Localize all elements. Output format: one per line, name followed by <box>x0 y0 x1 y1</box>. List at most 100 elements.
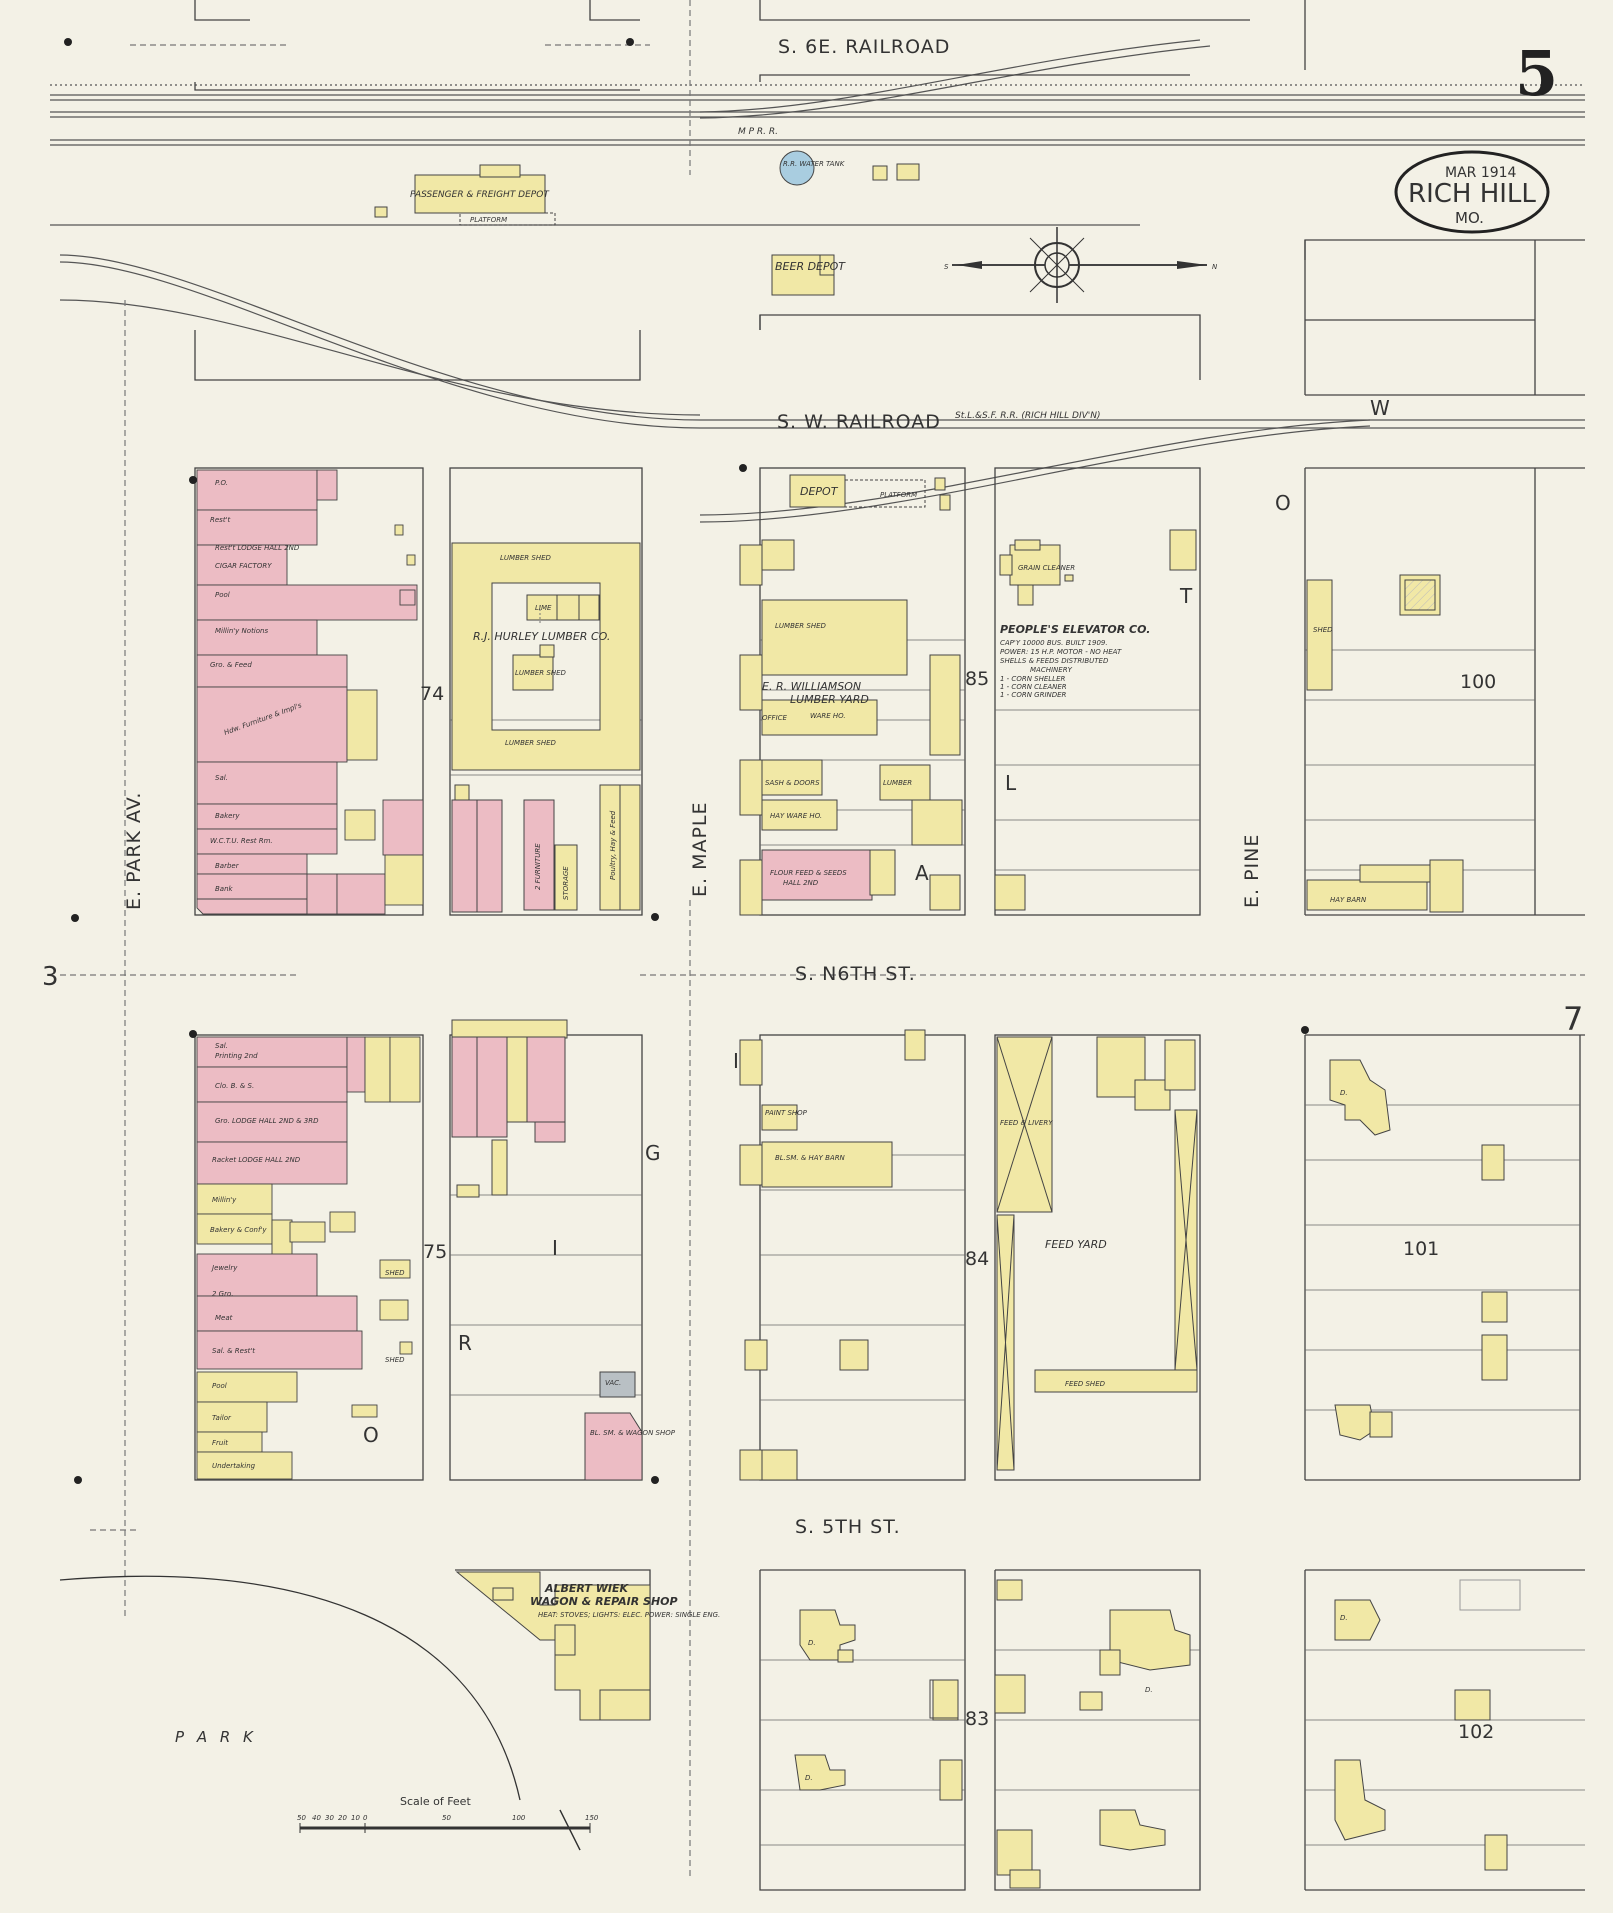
label-depot: DEPOT <box>800 485 839 498</box>
letter: L <box>1005 771 1017 795</box>
water-tank <box>779 150 815 186</box>
park-av-stores-south <box>196 1036 421 1480</box>
store-name: Racket LODGE HALL 2ND <box>212 1156 301 1164</box>
park-label: P A R K <box>175 1728 257 1746</box>
water-pipes <box>60 0 1585 1880</box>
label-depot-platform: PLATFORM <box>880 491 917 499</box>
store-name: Rest't <box>210 516 230 524</box>
letter: I <box>733 1049 739 1073</box>
label-hall-2nd: HALL 2ND <box>783 879 819 887</box>
store-name: Jewelry <box>210 1264 238 1272</box>
label-dwelling: D. <box>1340 1614 1348 1622</box>
scale-tick: 150 <box>585 1814 599 1822</box>
block-number: 102 <box>1458 1721 1494 1743</box>
hydrants <box>64 38 1309 1484</box>
letter: R <box>458 1331 472 1355</box>
adjacent-sheet-east: 7 <box>1563 1000 1583 1038</box>
label-elevator-note: MACHINERY <box>1030 666 1073 674</box>
block-number: 84 <box>965 1248 989 1270</box>
store-name: Undertaking <box>212 1462 256 1470</box>
block-number: 85 <box>965 668 989 690</box>
label-dwelling: D. <box>805 1774 813 1782</box>
label-hay-ware: HAY WARE HO. <box>770 812 822 820</box>
letter: T <box>1179 584 1193 608</box>
label-wagon-note: HEAT: STOVES; LIGHTS: ELEC. POWER: SINGL… <box>538 1611 720 1619</box>
label-dwelling: D. <box>808 1639 816 1647</box>
label-shed-2: SHED <box>385 1356 405 1364</box>
store-name: Tailor <box>212 1414 232 1422</box>
store-name: P.O. <box>215 479 228 487</box>
label-lumber-shed-3: LUMBER SHED <box>775 622 827 630</box>
compass-n-label: N <box>1212 263 1218 271</box>
letter: A <box>915 861 929 885</box>
label-feed-yard: FEED YARD <box>1045 1238 1107 1251</box>
street-pine: E. PINE <box>1241 834 1263 908</box>
letter: W <box>1370 396 1390 420</box>
label-beer-depot: BEER DEPOT <box>775 260 846 273</box>
block-84-buildings <box>739 1029 926 1481</box>
label-lime: LIME <box>535 604 552 612</box>
label-williamson-2: LUMBER YARD <box>790 693 869 706</box>
letter: I <box>552 1236 558 1260</box>
block-number: 101 <box>1403 1238 1439 1260</box>
scale-bar: Scale of Feet 50 40 30 20 10 0 50 100 15… <box>297 1795 599 1833</box>
label-elevator-note: 1 - CORN GRINDER <box>1000 691 1067 699</box>
store-name: Gro. & Feed <box>210 661 252 669</box>
store-name: Sal. <box>215 1042 228 1050</box>
label-ware-ho: WARE HO. <box>810 712 846 720</box>
block-101-buildings <box>1329 1059 1508 1441</box>
store-name: Fruit <box>212 1439 228 1447</box>
label-bl-sm-hay: BL.SM. & HAY BARN <box>775 1154 846 1162</box>
title-stamp: MAR 1914 RICH HILL MO. <box>1394 150 1550 234</box>
store-name: CIGAR FACTORY <box>215 562 272 570</box>
street-railroad-sw-note: St.L.&S.F. R.R. (RICH HILL DIV'N) <box>955 411 1101 421</box>
street-railroad-sw: S. W. RAILROAD <box>777 411 941 433</box>
scale-tick: 100 <box>512 1814 526 1822</box>
label-storage: STORAGE <box>562 866 570 900</box>
stamp-date: MAR 1914 <box>1445 165 1517 181</box>
label-lumber: LUMBER <box>883 779 912 787</box>
scale-tick: 50 <box>442 1814 451 1822</box>
block-83-buildings <box>794 1579 1191 1889</box>
scale-label: Scale of Feet <box>400 1795 471 1808</box>
vertical-letters: W O T L A I G I R O <box>363 396 1390 1447</box>
label-elevator: PEOPLE'S ELEVATOR CO. <box>1000 623 1150 636</box>
peoples-elevator <box>994 529 1197 911</box>
label-shed-3: SHED <box>385 1269 405 1277</box>
block-number: 83 <box>965 1708 989 1730</box>
block-100-buildings <box>1306 574 1464 913</box>
street-maple: E. MAPLE <box>689 801 711 897</box>
park-av-store-names-south: Sal. Printing 2nd Clo. B. & S. Gro. LODG… <box>210 1042 319 1470</box>
compass-s-label: S <box>944 263 949 271</box>
label-furniture: 2 FURNITURE <box>534 843 542 890</box>
label-lumber-shed-4: LUMBER SHED <box>515 669 567 677</box>
label-wagon-repair: WAGON & REPAIR SHOP <box>530 1595 678 1608</box>
hurley-lumber <box>451 542 641 913</box>
store-name: Pool <box>212 1382 227 1390</box>
label-elevator-note: 1 - CORN CLEANER <box>1000 683 1067 691</box>
store-name: Millin'y Notions <box>215 627 268 635</box>
store-name: Bakery & Conf'y <box>210 1226 267 1234</box>
label-office: OFFICE <box>762 714 788 722</box>
label-flour-feed: FLOUR FEED & SEEDS <box>770 869 847 877</box>
albert-wiek-shop <box>455 1571 651 1721</box>
feed-yard <box>996 1036 1198 1471</box>
park-area <box>59 1575 581 1851</box>
store-name: Clo. B. & S. <box>215 1082 254 1090</box>
letter: O <box>363 1423 379 1447</box>
store-name: Barber <box>215 862 240 870</box>
label-poultry: Poultry, Hay & Feed <box>609 810 617 880</box>
stamp-state: MO. <box>1455 209 1484 227</box>
store-name: Sal. <box>215 774 228 782</box>
scale-tick: 50 <box>297 1814 306 1822</box>
store-name: Gro. LODGE HALL 2ND & 3RD <box>215 1117 319 1125</box>
label-elevator-note: POWER: 15 H.P. MOTOR - NO HEAT <box>1000 648 1122 656</box>
store-name: Bank <box>215 885 234 893</box>
label-hurley: R.J. HURLEY LUMBER CO. <box>473 630 610 643</box>
label-grain-cleaner: GRAIN CLEANER <box>1018 564 1075 572</box>
store-name: Pool <box>215 591 230 599</box>
label-elevator-note: SHELLS & FEEDS DISTRIBUTED <box>1000 657 1109 665</box>
store-name: Rest't LODGE HALL 2ND <box>215 544 300 552</box>
store-name: Sal. & Rest't <box>212 1347 255 1355</box>
adjacent-sheet-west: 3 <box>42 962 59 992</box>
